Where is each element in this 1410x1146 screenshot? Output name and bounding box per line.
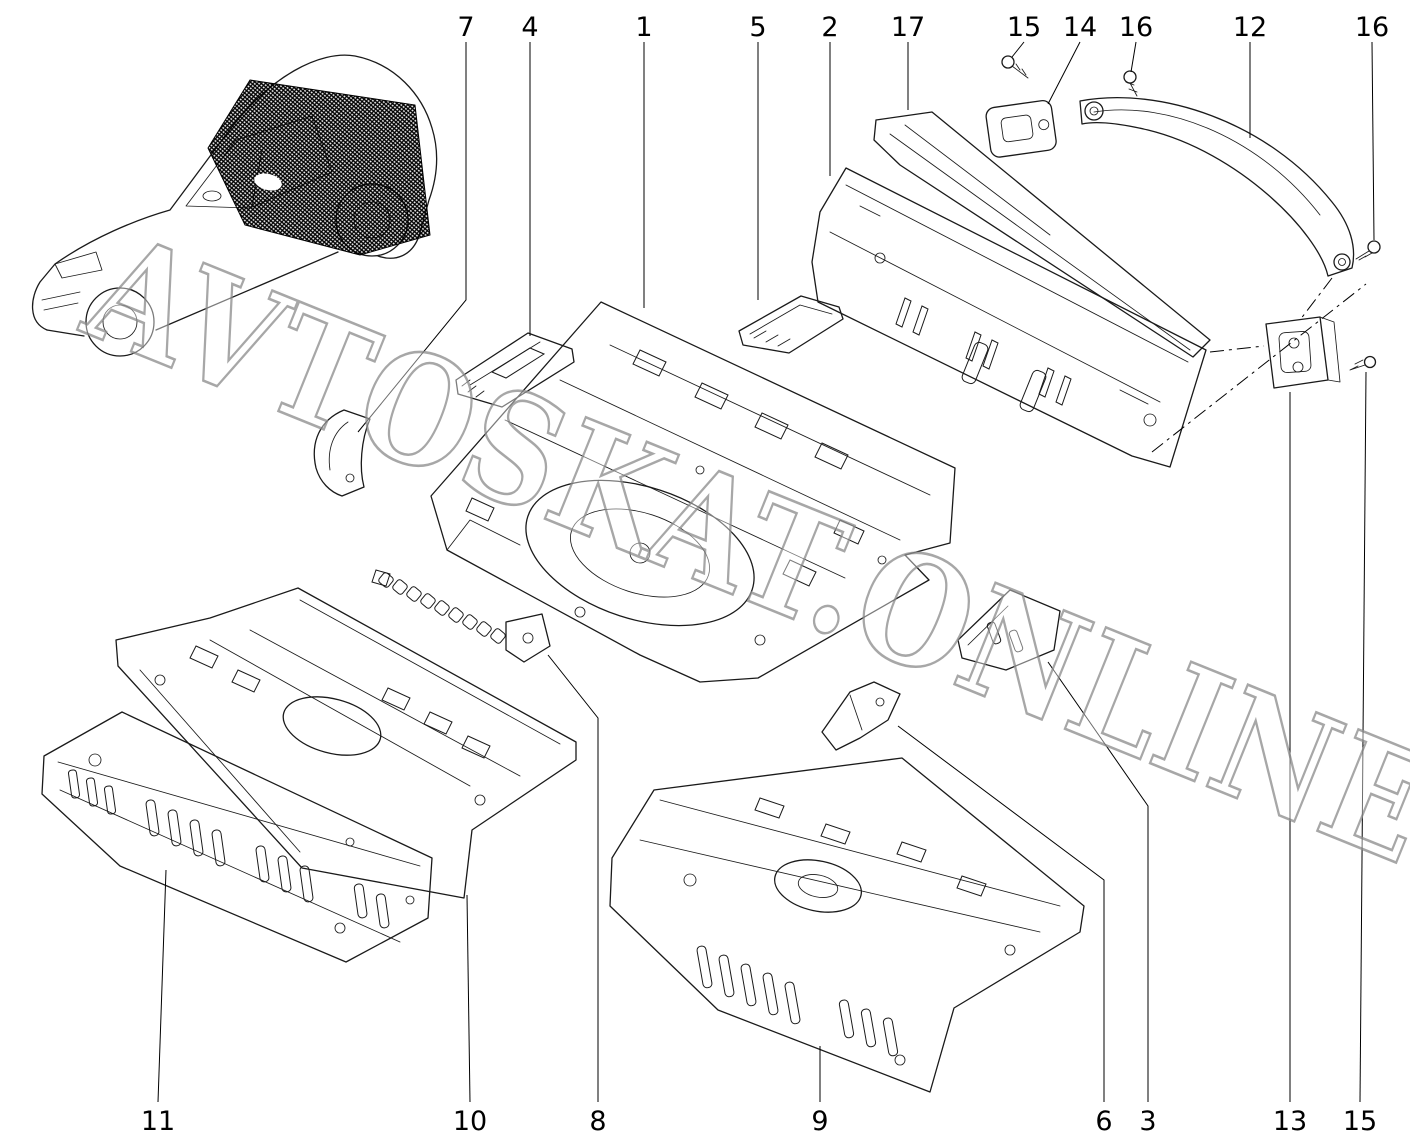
projection-line-3 (1299, 277, 1333, 321)
callout-3-label: 3 (1139, 1106, 1156, 1137)
part-11-floor-crossmember-panel (41, 711, 433, 963)
leader-lines (157, 41, 1375, 1103)
projection-line-1 (1151, 283, 1367, 453)
callout-16-right-label: 16 (1355, 12, 1389, 43)
highlighted-floor-area (207, 79, 431, 256)
part-6-bracket (821, 681, 901, 751)
part-14-bracket-plate (985, 100, 1057, 158)
vehicle-thumbnail (31, 54, 438, 357)
callout-8-label: 8 (589, 1106, 606, 1137)
callout-15-bottom-label: 15 (1343, 1106, 1377, 1137)
callout-4-label: 4 (521, 12, 538, 43)
part-2-rear-panel (811, 167, 1207, 468)
part-4-gusset-panel (455, 332, 575, 408)
bolt-16-top (1123, 70, 1138, 97)
part-5-connector (738, 295, 844, 354)
part-17-rear-panel-upper (873, 111, 1211, 358)
part-8-serrated-crossmember (371, 569, 551, 663)
callout-15-top-label: 15 (1007, 12, 1041, 43)
callout-14-label: 14 (1063, 12, 1097, 43)
callout-13-label: 13 (1273, 1106, 1307, 1137)
callout-labels-bottom: 11 10 8 9 6 3 13 15 (141, 1106, 1377, 1137)
bolt-15-bottom (1349, 355, 1377, 371)
callout-9-label: 9 (811, 1106, 828, 1137)
part-13-bracket (1265, 316, 1341, 389)
callout-5-label: 5 (749, 12, 766, 43)
callout-labels-top: 7 4 1 5 2 17 15 14 16 12 16 (457, 12, 1389, 43)
projection-line-2 (1209, 345, 1265, 353)
part-7-bracket (313, 409, 371, 497)
callout-1-label: 1 (635, 12, 652, 43)
part-12-rear-beam (1079, 97, 1355, 277)
callout-16-top-label: 16 (1119, 12, 1153, 43)
watermark: AVTOSKAT.ONLINE (62, 198, 1410, 900)
bolt-15-top (1001, 55, 1029, 79)
callout-7-label: 7 (457, 12, 474, 43)
part-9-rear-floor-front-panel (609, 757, 1085, 1093)
bolt-16-right (1355, 240, 1381, 261)
callout-10-label: 10 (453, 1106, 487, 1137)
callout-2-label: 2 (821, 12, 838, 43)
callout-11-label: 11 (141, 1106, 175, 1137)
watermark-text: AVTOSKAT.ONLINE (63, 200, 1410, 900)
callout-12-label: 12 (1233, 12, 1267, 43)
part-10-intermediate-floor-panel (115, 587, 577, 899)
part-1-rear-floor-panel (430, 301, 956, 683)
callout-17-label: 17 (891, 12, 925, 43)
part-3-bracket (957, 589, 1061, 671)
callout-6-label: 6 (1095, 1106, 1112, 1137)
